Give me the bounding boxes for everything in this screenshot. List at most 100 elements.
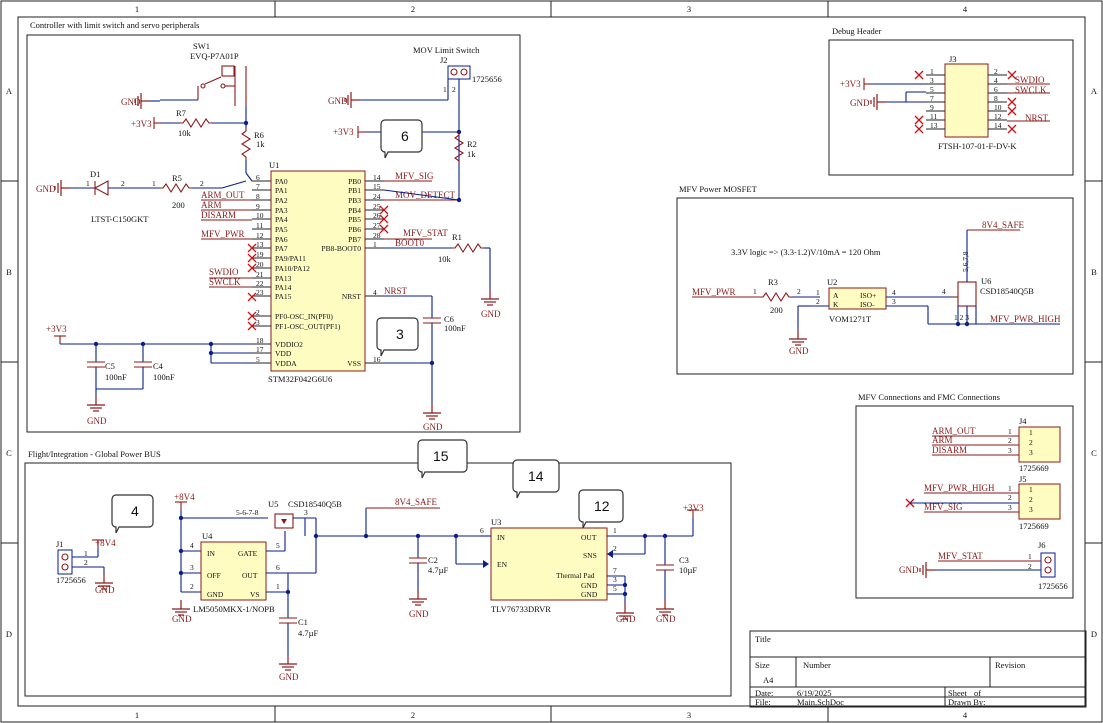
u2-ref: U2	[827, 277, 837, 287]
svg-text:6: 6	[401, 128, 409, 144]
svg-text:2: 2	[84, 558, 88, 567]
j2-ref: J2	[440, 55, 448, 65]
svg-text:7: 7	[930, 94, 934, 103]
svg-text:VSS: VSS	[347, 359, 361, 368]
zone-row-c-right: C	[1091, 448, 1097, 458]
net-gnd-c3: GND	[656, 614, 676, 624]
j3-pin-6: 6	[988, 85, 1007, 94]
sw1-value: EVQ-P7A01P	[190, 51, 239, 61]
zone-col-1-bottom: 1	[135, 710, 139, 720]
r2-ref: R2	[467, 139, 477, 149]
j6-ref: J6	[1038, 540, 1046, 550]
j3-value: FTSH-107-01-F-DV-K	[938, 141, 1017, 151]
svg-text:9: 9	[930, 103, 934, 112]
net-boot0-u1: BOOT0	[395, 238, 424, 248]
d1-value: LTST-C150GKT	[91, 214, 149, 224]
svg-text:GND: GND	[581, 590, 598, 599]
svg-text:ISO+: ISO+	[860, 291, 876, 300]
svg-text:1: 1	[1029, 428, 1033, 437]
net-arm-out-u1: ARM_OUT	[201, 190, 245, 200]
section-mosfet-title: MFV Power MOSFET	[679, 184, 758, 194]
svg-text:12: 12	[994, 112, 1002, 121]
j3-pin-5: 5	[926, 85, 945, 94]
svg-text:18: 18	[256, 336, 264, 345]
svg-text:6: 6	[994, 85, 998, 94]
svg-text:10: 10	[256, 211, 264, 220]
svg-text:Thermal Pad: Thermal Pad	[556, 571, 595, 580]
svg-text:26: 26	[373, 211, 381, 220]
callout-14: 14	[512, 459, 560, 499]
svg-text:1: 1	[152, 179, 156, 188]
resistor-r2: R2 1k	[454, 131, 477, 165]
net-gnd-j3: GND	[850, 98, 870, 108]
j1-ref: J1	[56, 539, 64, 549]
size-label: Size	[755, 660, 770, 670]
net-swclk-u1: SWCLK	[209, 277, 241, 287]
svg-text:A: A	[833, 291, 839, 300]
section-mosfet: MFV Power MOSFET	[676, 184, 1074, 375]
file-value: Main.SchDoc	[797, 697, 844, 707]
j3-nc-left-11	[914, 115, 924, 125]
switch-sw1: SW1 EVQ-P7A01P	[160, 41, 247, 128]
capacitor-c1: C1 4.7µF GND	[278, 617, 319, 682]
capacitor-c3: C3 10µF GND	[655, 536, 697, 624]
svg-text:PB8-BOOT0: PB8-BOOT0	[321, 244, 361, 253]
svg-text:22: 22	[256, 279, 264, 288]
j3-nc-left-13	[914, 124, 924, 134]
power-rail-u1: +3V3	[46, 324, 252, 364]
section-connections: MFV Connections and FMC Connections	[855, 392, 1074, 599]
net-gnd-caps: GND	[87, 416, 107, 426]
j2-value: 1725656	[472, 74, 502, 84]
svg-text:6: 6	[276, 563, 280, 572]
svg-text:2: 2	[613, 544, 617, 553]
svg-text:PA9/PA11: PA9/PA11	[275, 254, 306, 263]
j4-ref: J4	[1019, 416, 1027, 426]
svg-text:2: 2	[256, 308, 260, 317]
svg-text:24: 24	[373, 192, 381, 201]
svg-text:PB6: PB6	[348, 225, 361, 234]
svg-text:VDDIO2: VDDIO2	[275, 340, 303, 349]
net-gnd-c6: GND	[423, 422, 443, 432]
section-debug-title: Debug Header	[832, 26, 881, 36]
svg-text:8: 8	[994, 94, 998, 103]
net-swdio-u1: SWDIO	[209, 267, 239, 277]
c1-value: 4.7µF	[298, 628, 319, 638]
zone-col-2-top: 2	[411, 4, 415, 14]
svg-text:4: 4	[892, 288, 896, 297]
net-gnd-sw1: GND	[121, 97, 141, 107]
svg-text:19: 19	[256, 250, 264, 259]
net-gnd-j1: GND	[95, 585, 115, 595]
u3-ref: U3	[491, 517, 501, 527]
callout-15: 15	[417, 439, 468, 479]
svg-text:2: 2	[1008, 436, 1012, 445]
svg-text:7: 7	[613, 566, 617, 575]
net-3v3-u3: +3V3	[683, 503, 704, 513]
connector-j3: J3 FTSH-107-01-F-DV-K 135791113246810121…	[914, 54, 1017, 151]
svg-text:16: 16	[373, 355, 381, 364]
svg-text:5: 5	[276, 541, 280, 550]
net-mfv-sig-j5: MFV_SIG	[924, 502, 963, 512]
zone-col-4-bottom: 4	[963, 710, 968, 720]
zone-col-2-bottom: 2	[411, 710, 415, 720]
section-power-bus: Flight/Integration - Global Power BUS	[24, 449, 732, 697]
svg-text:2: 2	[1029, 495, 1033, 504]
svg-text:VDD: VDD	[275, 349, 292, 358]
u5-drain-pins: 5-6-7-8	[236, 508, 259, 517]
net-8v4-safe-u6: 8V4_SAFE	[982, 220, 1025, 230]
drawn-by-label: Drawn By:	[948, 697, 986, 707]
u6-value: CSD18540Q5B	[980, 286, 1034, 296]
file-label: File:	[755, 697, 771, 707]
u1-pin-pa9-pa11: PA9/PA11 19	[252, 250, 306, 263]
svg-text:PA10/PA12: PA10/PA12	[275, 264, 310, 273]
r5-ref: R5	[172, 173, 182, 183]
